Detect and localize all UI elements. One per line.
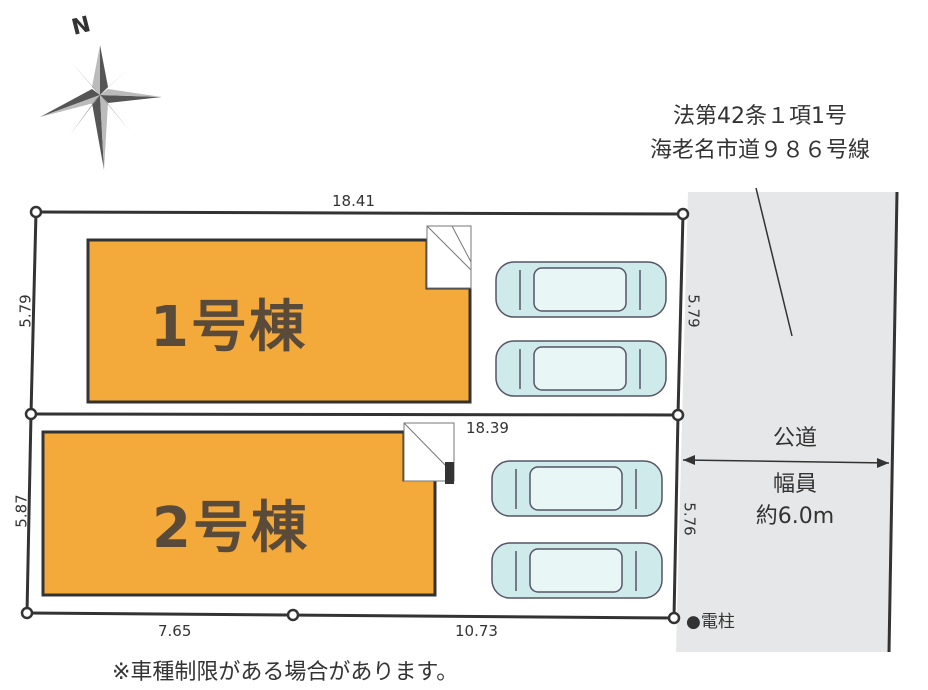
car-3 <box>491 460 663 517</box>
dim-top-width: 18.41 <box>332 192 375 210</box>
road-designation: 法第42条１項1号 海老名市道９８６号線 <box>600 100 920 168</box>
dim-bottom-left: 7.65 <box>158 622 192 640</box>
road-designation-leader <box>755 187 793 337</box>
dim-lot1-left-wrap: 5.79 <box>6 294 46 327</box>
dim-lot2-left: 5.87 <box>13 494 31 528</box>
footnote: ※車種制限がある場合があります。 <box>112 660 459 685</box>
dim-lot2-left-wrap: 5.87 <box>2 494 42 527</box>
building-1 <box>86 225 472 404</box>
building-2 <box>41 422 455 597</box>
road-far-edge <box>887 191 899 653</box>
parking-cars <box>491 261 667 599</box>
road-width-label: 幅員 <box>772 472 817 497</box>
dim-lot2-right: 5.76 <box>681 502 699 536</box>
boundary-markers <box>20 205 690 625</box>
lot-boundaries <box>25 210 685 620</box>
road-name: 公道 <box>772 426 817 451</box>
compass-rose-icon <box>40 45 162 170</box>
car-2 <box>495 340 667 397</box>
lot-1-label: 1号棟 <box>150 295 307 360</box>
dim-lot1-left: 5.79 <box>17 294 35 328</box>
dim-lot1-right-wrap: 5.79 <box>674 294 714 327</box>
car-4 <box>491 542 663 599</box>
dim-bottom-right: 10.73 <box>455 622 498 640</box>
public-road <box>676 192 897 652</box>
utility-pole-label: ●電柱 <box>686 612 735 632</box>
dim-lot1-right: 5.79 <box>685 294 703 328</box>
lot-2-label: 2号棟 <box>152 496 309 561</box>
road-designation-line2: 海老名市道９８６号線 <box>649 138 870 163</box>
road-width-value: 約6.0m <box>755 504 835 529</box>
dim-lot2-right-wrap: 5.76 <box>670 502 710 535</box>
road-width-arrow <box>682 455 890 468</box>
dim-middle-width: 18.39 <box>466 419 509 437</box>
car-1 <box>495 261 667 318</box>
road-designation-line1: 法第42条１項1号 <box>673 104 847 129</box>
